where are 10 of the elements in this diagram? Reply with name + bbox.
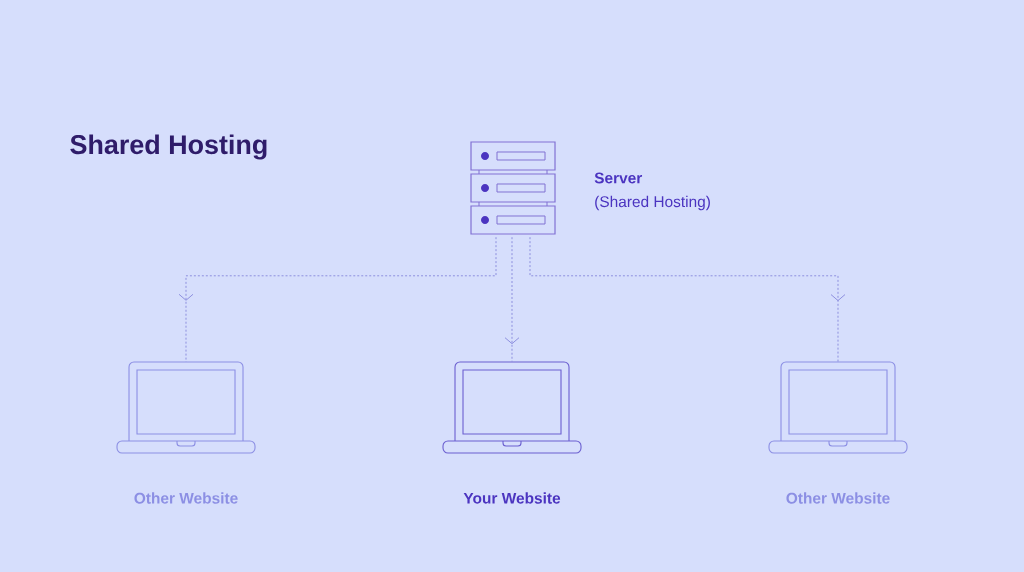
laptop-drawing: [768, 361, 908, 454]
website-label: Other Website: [134, 492, 238, 504]
server-drawing: [470, 141, 556, 235]
server-label: Server: [594, 172, 643, 184]
website-label: Your Website: [463, 492, 561, 504]
website-label: Other Website: [786, 492, 890, 504]
laptop-drawing: [116, 361, 256, 454]
laptop-drawing: [442, 361, 582, 454]
server-label: (Shared Hosting): [595, 195, 710, 211]
title: Shared Hosting: [70, 134, 267, 160]
